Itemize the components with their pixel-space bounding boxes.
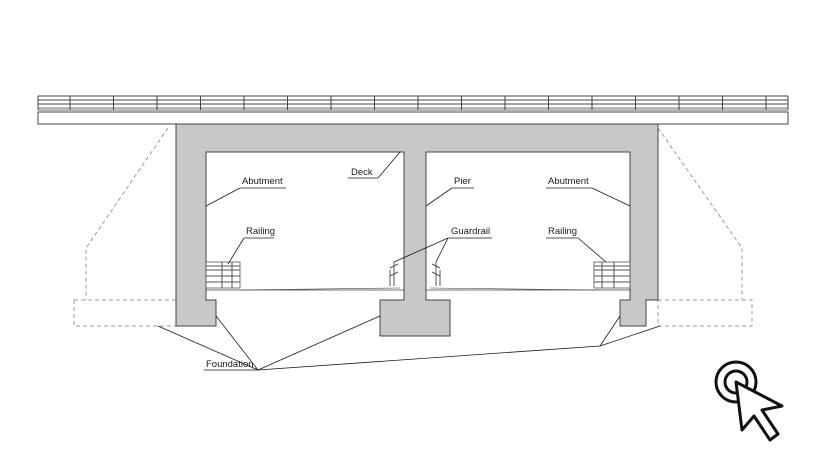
guardrail-left-detail xyxy=(389,262,399,286)
deck-top-railing xyxy=(37,95,789,111)
concrete-frame xyxy=(175,123,659,337)
deck-slab xyxy=(37,111,789,125)
leader-lines xyxy=(157,151,661,371)
label-guardrail: Guardrail xyxy=(451,226,490,237)
embankment-right xyxy=(657,127,753,327)
guardrail-right-detail xyxy=(431,262,441,286)
label-pier: Pier xyxy=(454,176,471,187)
embankment-left xyxy=(73,127,177,327)
roadway-left xyxy=(206,287,404,291)
roadway-right xyxy=(426,287,630,291)
railing-left-detail xyxy=(205,261,241,289)
label-deck: Deck xyxy=(351,167,373,178)
label-abutment-right: Abutment xyxy=(548,176,589,187)
railing-right-detail xyxy=(593,261,631,289)
label-foundation: Foundation xyxy=(206,359,254,370)
label-abutment-left: Abutment xyxy=(242,176,283,187)
label-railing-left: Railing xyxy=(246,226,275,237)
click-cursor-icon xyxy=(714,360,784,442)
label-railing-right: Railing xyxy=(548,226,577,237)
